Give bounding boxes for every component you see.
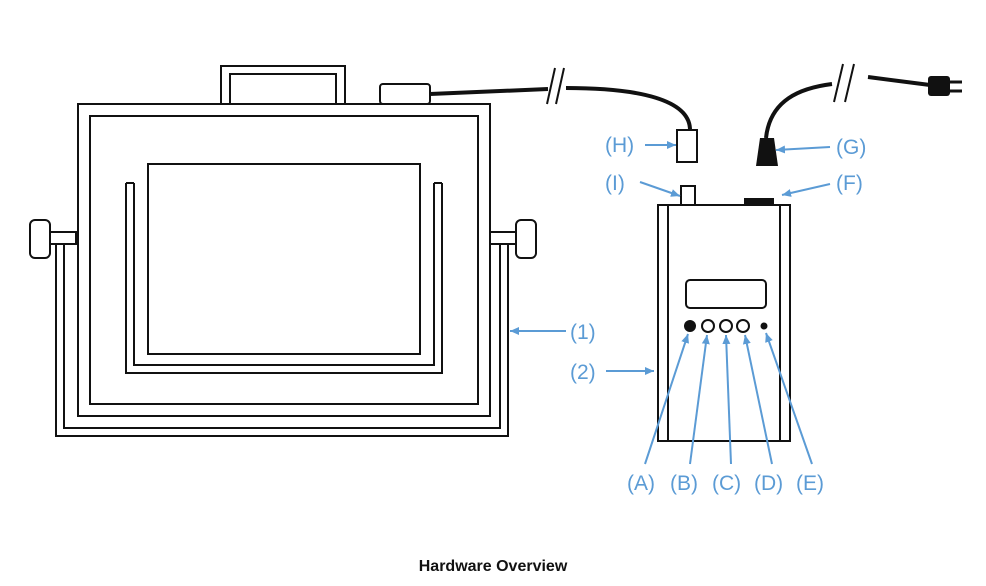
- label-d: (D): [754, 472, 783, 495]
- control-box: [657, 185, 791, 442]
- button-c: [719, 319, 733, 333]
- port-i: [680, 185, 696, 207]
- label-b: (B): [670, 472, 698, 495]
- button-a: [684, 320, 696, 332]
- arrow-e: [765, 332, 813, 465]
- button-d: [736, 319, 750, 333]
- indicator-e: [760, 322, 768, 330]
- label-a: (A): [627, 472, 655, 495]
- power-connector-g: [756, 138, 778, 166]
- label-2: (2): [570, 361, 596, 384]
- display-unit: [29, 65, 537, 437]
- figure-caption: Hardware Overview: [418, 558, 568, 575]
- stand: [55, 232, 509, 437]
- arrow-b: [689, 334, 710, 465]
- left-knob: [29, 219, 51, 259]
- button-b: [701, 319, 715, 333]
- top-connector: [379, 83, 431, 105]
- label-g: (G): [836, 136, 866, 159]
- label-i: (I): [605, 172, 625, 195]
- arrow-i: [639, 181, 681, 197]
- label-f: (F): [836, 172, 863, 195]
- screen: [147, 163, 421, 355]
- label-h: (H): [605, 134, 634, 157]
- connector-h: [676, 129, 698, 163]
- holder-bracket: [125, 183, 443, 374]
- power-plug: [928, 76, 950, 96]
- arrow-c: [722, 334, 732, 465]
- lcd-display: [685, 279, 767, 309]
- label-e: (E): [796, 472, 824, 495]
- label-c: (C): [712, 472, 741, 495]
- port-f: [744, 198, 774, 207]
- arrow-a: [644, 333, 689, 465]
- display-cable: [429, 87, 549, 96]
- arrow-f: [781, 183, 831, 197]
- power-cable: [764, 82, 833, 139]
- arrow-d: [742, 334, 773, 465]
- right-knob: [515, 219, 537, 259]
- arrow-g: [775, 145, 831, 154]
- label-1: (1): [570, 321, 596, 344]
